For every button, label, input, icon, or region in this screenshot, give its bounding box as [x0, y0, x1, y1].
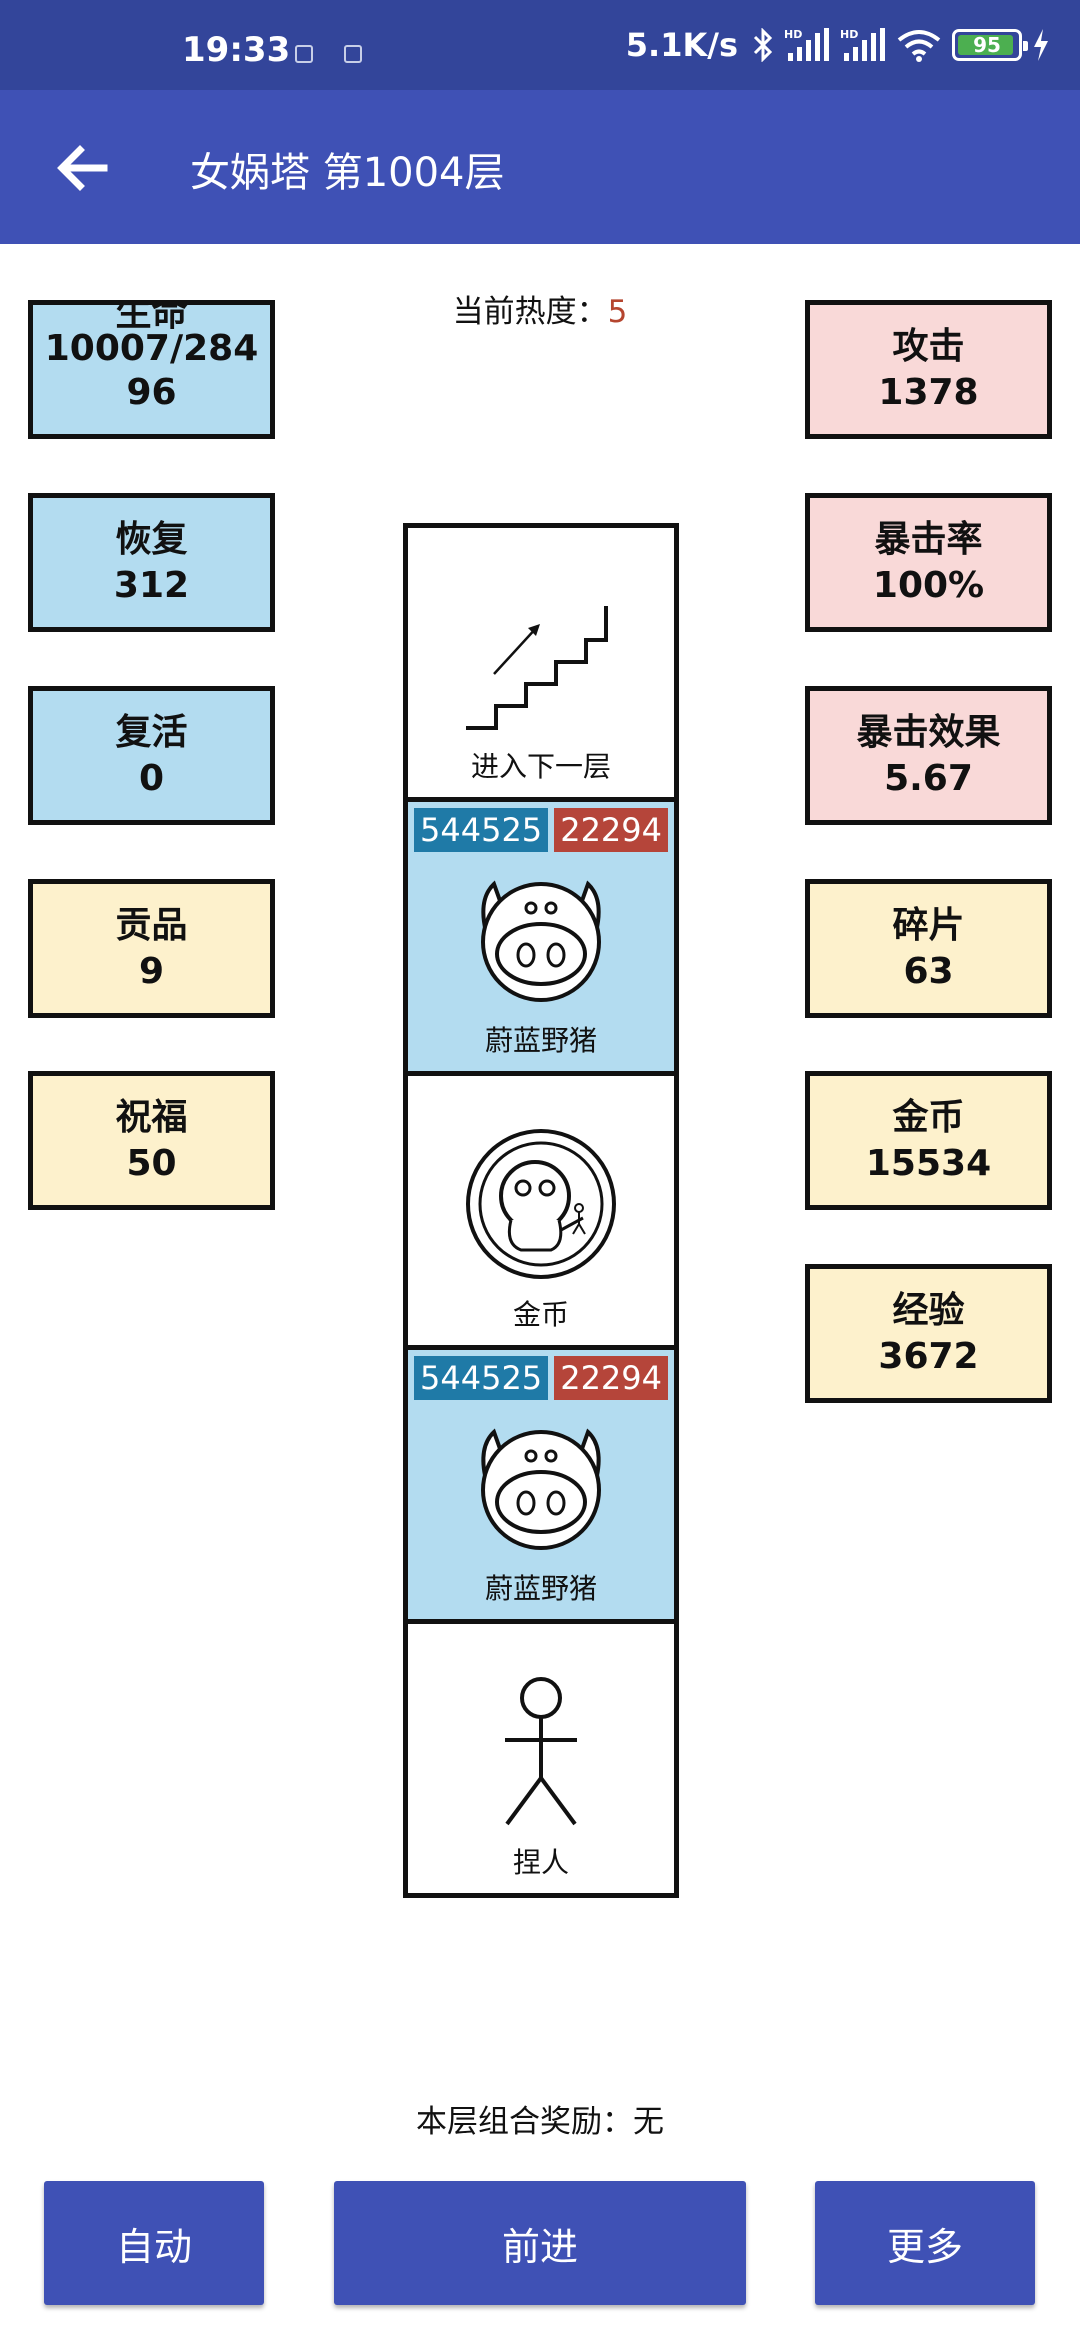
stairs-icon [466, 606, 608, 730]
stat-label: 暴击率 [874, 518, 983, 560]
wifi-icon [896, 28, 942, 62]
battery-icon: 95 [952, 29, 1028, 61]
cell-label: 蔚蓝野猪 [484, 1024, 597, 1057]
stat-hp: 生命 10007/28496 [28, 300, 275, 439]
heat-label: 当前热度： [452, 294, 608, 330]
tower-cell-stairs[interactable]: 进入下一层 [403, 523, 679, 802]
stat-fragments: 碎片 63 [805, 879, 1052, 1018]
arrow-left-icon [57, 145, 108, 191]
combo-reward-label: 本层组合奖励： [416, 2104, 633, 2140]
cell-label: 进入下一层 [470, 750, 611, 783]
stat-value: 9 [138, 950, 165, 992]
stat-value: 5.67 [884, 757, 973, 799]
stat-label: 生命 [115, 300, 188, 334]
stat-value: 10007/28496 [44, 328, 259, 413]
tower-cell-coin[interactable]: 金币 [403, 1076, 679, 1350]
coin-icon [466, 1129, 616, 1279]
stat-value: 63 [903, 950, 954, 992]
tower-column: 进入下一层 544525 22294 蔚蓝野猪 [403, 523, 679, 1898]
battery-level: 95 [973, 33, 1001, 57]
page-title: 女娲塔 第1004层 [190, 150, 505, 196]
monster-hp-badge: 544525 [414, 808, 549, 852]
tower-cell-player[interactable]: 捏人 [403, 1624, 679, 1898]
stat-label: 贡品 [115, 904, 188, 946]
back-button[interactable] [52, 138, 112, 198]
stat-label: 恢复 [115, 518, 188, 560]
stat-label: 暴击效果 [856, 711, 1001, 753]
svg-text:HD: HD [840, 28, 858, 41]
svg-text:HD: HD [784, 28, 802, 41]
stat-gold: 金币 15534 [805, 1071, 1052, 1210]
auto-button[interactable]: 自动 [44, 2181, 264, 2305]
stat-label: 复活 [115, 711, 188, 753]
stat-value: 100% [872, 564, 985, 606]
forward-button[interactable]: 前进 [334, 2181, 746, 2305]
stat-label: 经验 [892, 1289, 965, 1331]
status-time: 19:33 [182, 30, 291, 70]
monster-attack-badge: 22294 [554, 808, 668, 852]
stat-revive: 复活 0 [28, 686, 275, 825]
stat-label: 碎片 [892, 904, 965, 946]
combo-reward-value: 无 [633, 2104, 664, 2140]
heat-value: 5 [607, 294, 628, 330]
app-bar: 女娲塔 第1004层 [0, 90, 1080, 244]
status-bar: 19:33 5.1K/s HD HD [0, 0, 1080, 90]
cell-label: 蔚蓝野猪 [484, 1572, 597, 1605]
stat-crit-rate: 暴击率 100% [805, 493, 1052, 632]
hd-signal-icon: HD [784, 27, 830, 63]
stat-value: 1378 [878, 371, 979, 413]
tower-cell-monster[interactable]: 544525 22294 蔚蓝野猪 [403, 1350, 679, 1624]
stat-recovery: 恢复 312 [28, 493, 275, 632]
stat-value: 50 [126, 1142, 177, 1184]
stat-value: 0 [138, 757, 165, 799]
network-speed: 5.1K/s [625, 26, 738, 64]
boar-icon [481, 1428, 601, 1550]
stat-label: 金币 [892, 1096, 965, 1138]
stick-figure-icon [505, 1677, 577, 1826]
notification-icon [295, 45, 313, 63]
monster-hp-badge: 544525 [414, 1356, 549, 1400]
stat-blessing: 祝福 50 [28, 1071, 275, 1210]
tower-cell-monster[interactable]: 544525 22294 蔚蓝野猪 [403, 802, 679, 1076]
stat-value: 312 [113, 564, 190, 606]
charging-icon [1032, 28, 1050, 62]
cell-label: 金币 [512, 1298, 569, 1331]
status-icons: 5.1K/s HD HD [626, 26, 1050, 64]
notification-icon [344, 45, 362, 63]
stat-crit-effect: 暴击效果 5.67 [805, 686, 1052, 825]
stat-experience: 经验 3672 [805, 1264, 1052, 1403]
stat-label: 攻击 [892, 325, 965, 367]
combo-reward: 本层组合奖励：无 [0, 2096, 1080, 2141]
stat-value: 3672 [878, 1335, 979, 1377]
battery-fill [958, 35, 1014, 55]
current-heat: 当前热度：5 [0, 286, 1080, 331]
bluetooth-icon [752, 28, 774, 62]
more-button[interactable]: 更多 [815, 2181, 1035, 2305]
stat-tribute: 贡品 9 [28, 879, 275, 1018]
cell-label: 捏人 [512, 1846, 569, 1879]
hd-signal-icon: HD [840, 27, 886, 63]
stat-value: 15534 [865, 1142, 992, 1184]
monster-attack-badge: 22294 [554, 1356, 668, 1400]
boar-icon [481, 880, 601, 1002]
stat-attack: 攻击 1378 [805, 300, 1052, 439]
stat-label: 祝福 [115, 1096, 188, 1138]
